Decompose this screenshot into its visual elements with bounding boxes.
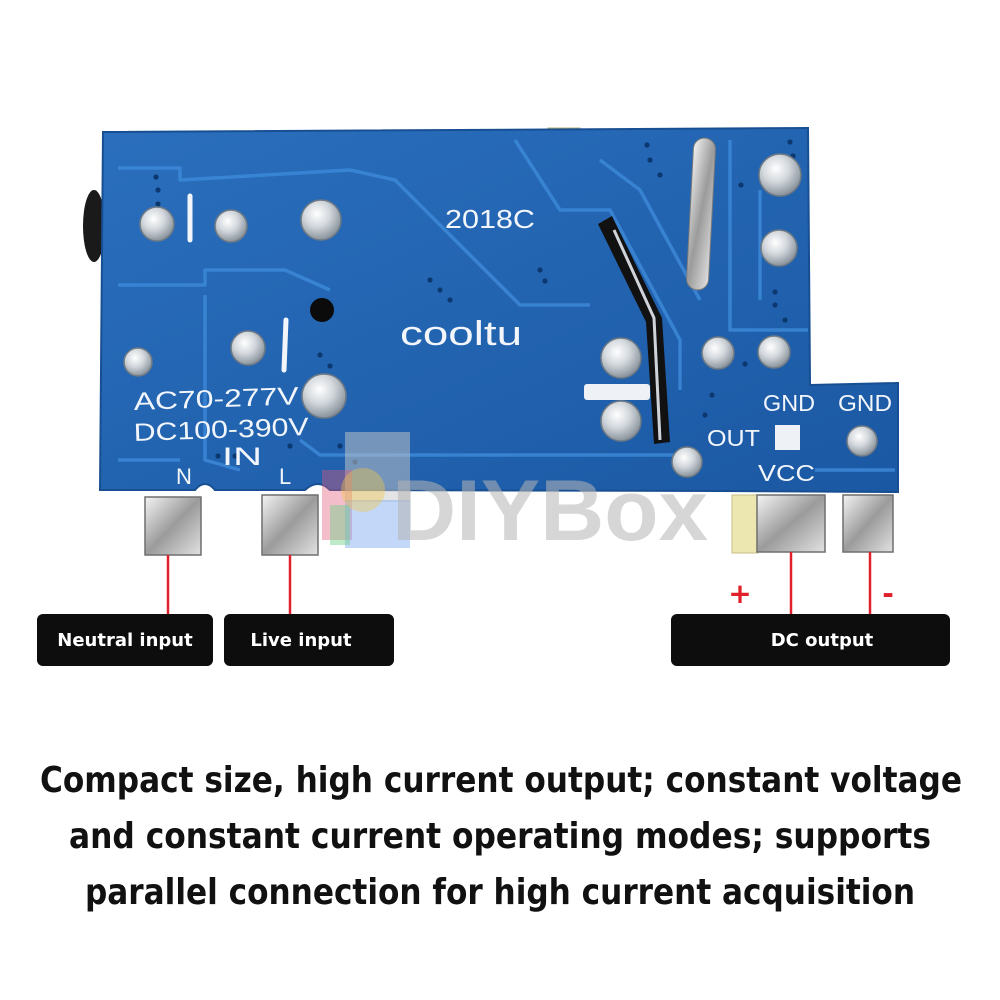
dc-range-text: DC100-390V (133, 413, 309, 447)
isolation-slot-edge (612, 229, 662, 441)
vcc-pin (756, 494, 826, 553)
board-brand-text: cooltu (400, 315, 522, 353)
n-label: N (176, 464, 192, 489)
watermark-logo (322, 432, 410, 548)
mounting-hole (310, 298, 334, 322)
in-label: IN (222, 443, 262, 471)
live-input-label: Live input (250, 630, 352, 651)
live-pin (261, 494, 319, 556)
plus-sign: + (728, 577, 751, 610)
dc-output-label-box (671, 614, 950, 666)
pcb-traces (118, 139, 895, 472)
rear-component (83, 190, 105, 262)
live-input-label-box (224, 614, 394, 666)
neutral-input-label: Neutral input (57, 630, 193, 651)
gnd-label-outer: GND (838, 390, 892, 416)
l-label: L (279, 464, 291, 489)
caption-line-2: and constant current operating modes; su… (69, 816, 931, 857)
out-label: OUT (707, 425, 760, 451)
silkscreen-bar (584, 384, 650, 400)
gnd-label-inner: GND (763, 390, 815, 416)
output-insulator (731, 494, 759, 554)
solder-slot (686, 137, 716, 291)
caption-line-1: Compact size, high current output; const… (40, 760, 962, 801)
gnd-pin (842, 494, 894, 553)
solder-joints (123, 153, 878, 478)
vcc-label: VCC (758, 460, 815, 486)
ac-range-text: AC70-277V (133, 382, 299, 416)
watermark-text: DIYBox (392, 463, 708, 559)
silkscreen-divider (281, 317, 289, 373)
out-square-pad (775, 425, 800, 450)
neutral-input-label-box (37, 614, 213, 666)
dc-output-label: DC output (771, 630, 874, 651)
neutral-pin (144, 496, 202, 556)
board-model-text: 2018C (445, 204, 535, 234)
isolation-slot (598, 216, 670, 444)
minus-sign: - (882, 577, 894, 610)
caption-line-3: parallel connection for high current acq… (85, 872, 915, 913)
callout-lines (166, 552, 872, 614)
